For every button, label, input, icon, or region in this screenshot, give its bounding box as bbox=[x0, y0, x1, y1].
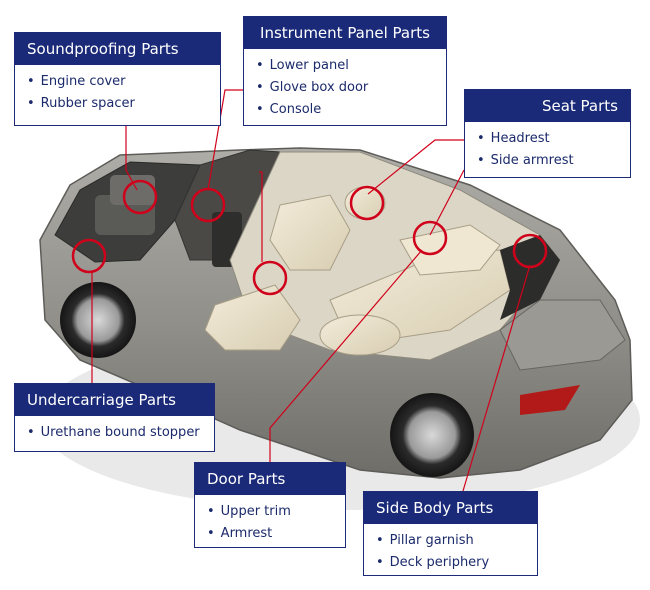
list-item: Urethane bound stopper bbox=[27, 422, 204, 444]
door-callout: Door Parts Upper trim Armrest bbox=[194, 462, 346, 548]
circle-headrest bbox=[349, 185, 385, 221]
engine-cover-shape bbox=[110, 175, 155, 205]
list-item: Glove box door bbox=[256, 77, 436, 99]
list-item: Side armrest bbox=[477, 150, 620, 172]
instrument-panel-title: Instrument Panel Parts bbox=[244, 17, 446, 49]
list-item: Headrest bbox=[477, 128, 620, 150]
door-title: Door Parts bbox=[195, 463, 345, 495]
tail-light bbox=[520, 385, 580, 415]
circle-console bbox=[252, 260, 288, 296]
list-item: Armrest bbox=[207, 523, 335, 545]
leader-instrument bbox=[207, 89, 243, 191]
leader-lines bbox=[91, 89, 531, 492]
list-item: Console bbox=[256, 99, 436, 121]
front-seat-driver bbox=[269, 194, 351, 271]
list-item: Upper trim bbox=[207, 501, 335, 523]
side-body-list: Pillar garnish Deck periphery bbox=[364, 524, 537, 580]
list-item: Lower panel bbox=[256, 55, 436, 77]
soundproofing-title: Soundproofing Parts bbox=[15, 33, 220, 65]
door-list: Upper trim Armrest bbox=[195, 495, 345, 551]
circle-side-armrest bbox=[412, 220, 448, 256]
instrument-panel-list: Lower panel Glove box door Console bbox=[244, 49, 446, 127]
soundproofing-callout: Soundproofing Parts Engine cover Rubber … bbox=[14, 32, 221, 126]
list-item: Engine cover bbox=[27, 71, 210, 93]
rear-seat-back bbox=[399, 224, 501, 276]
leader-instrument-console bbox=[259, 171, 263, 262]
side-body-callout: Side Body Parts Pillar garnish Deck peri… bbox=[363, 491, 538, 576]
rear-wheel bbox=[390, 393, 474, 477]
front-seat-passenger bbox=[204, 284, 301, 351]
leader-door bbox=[269, 249, 423, 462]
seat-callout: Seat Parts Headrest Side armrest bbox=[464, 89, 631, 178]
undercarriage-callout: Undercarriage Parts Urethane bound stopp… bbox=[14, 383, 215, 452]
undercarriage-title: Undercarriage Parts bbox=[15, 384, 214, 416]
callout-circles bbox=[71, 179, 548, 296]
seat-title: Seat Parts bbox=[465, 90, 630, 122]
undercarriage-list: Urethane bound stopper bbox=[15, 416, 214, 450]
side-body-title: Side Body Parts bbox=[364, 492, 537, 524]
leader-side-body bbox=[462, 264, 531, 492]
list-item: Rubber spacer bbox=[27, 93, 210, 115]
seat-list: Headrest Side armrest bbox=[465, 122, 630, 178]
circle-engine-cover bbox=[122, 179, 158, 215]
leader-seat bbox=[367, 139, 464, 195]
circle-glove-box bbox=[190, 187, 226, 223]
circle-rubber-spacer bbox=[71, 238, 107, 274]
soundproofing-list: Engine cover Rubber spacer bbox=[15, 65, 220, 121]
circle-pillar-garnish bbox=[512, 233, 548, 269]
list-item: Pillar garnish bbox=[376, 530, 527, 552]
list-item: Deck periphery bbox=[376, 552, 527, 574]
front-wheel bbox=[60, 282, 136, 358]
trunk-lid bbox=[499, 299, 626, 371]
rear-armrest bbox=[319, 314, 401, 356]
instrument-panel-callout: Instrument Panel Parts Lower panel Glove… bbox=[243, 16, 447, 126]
